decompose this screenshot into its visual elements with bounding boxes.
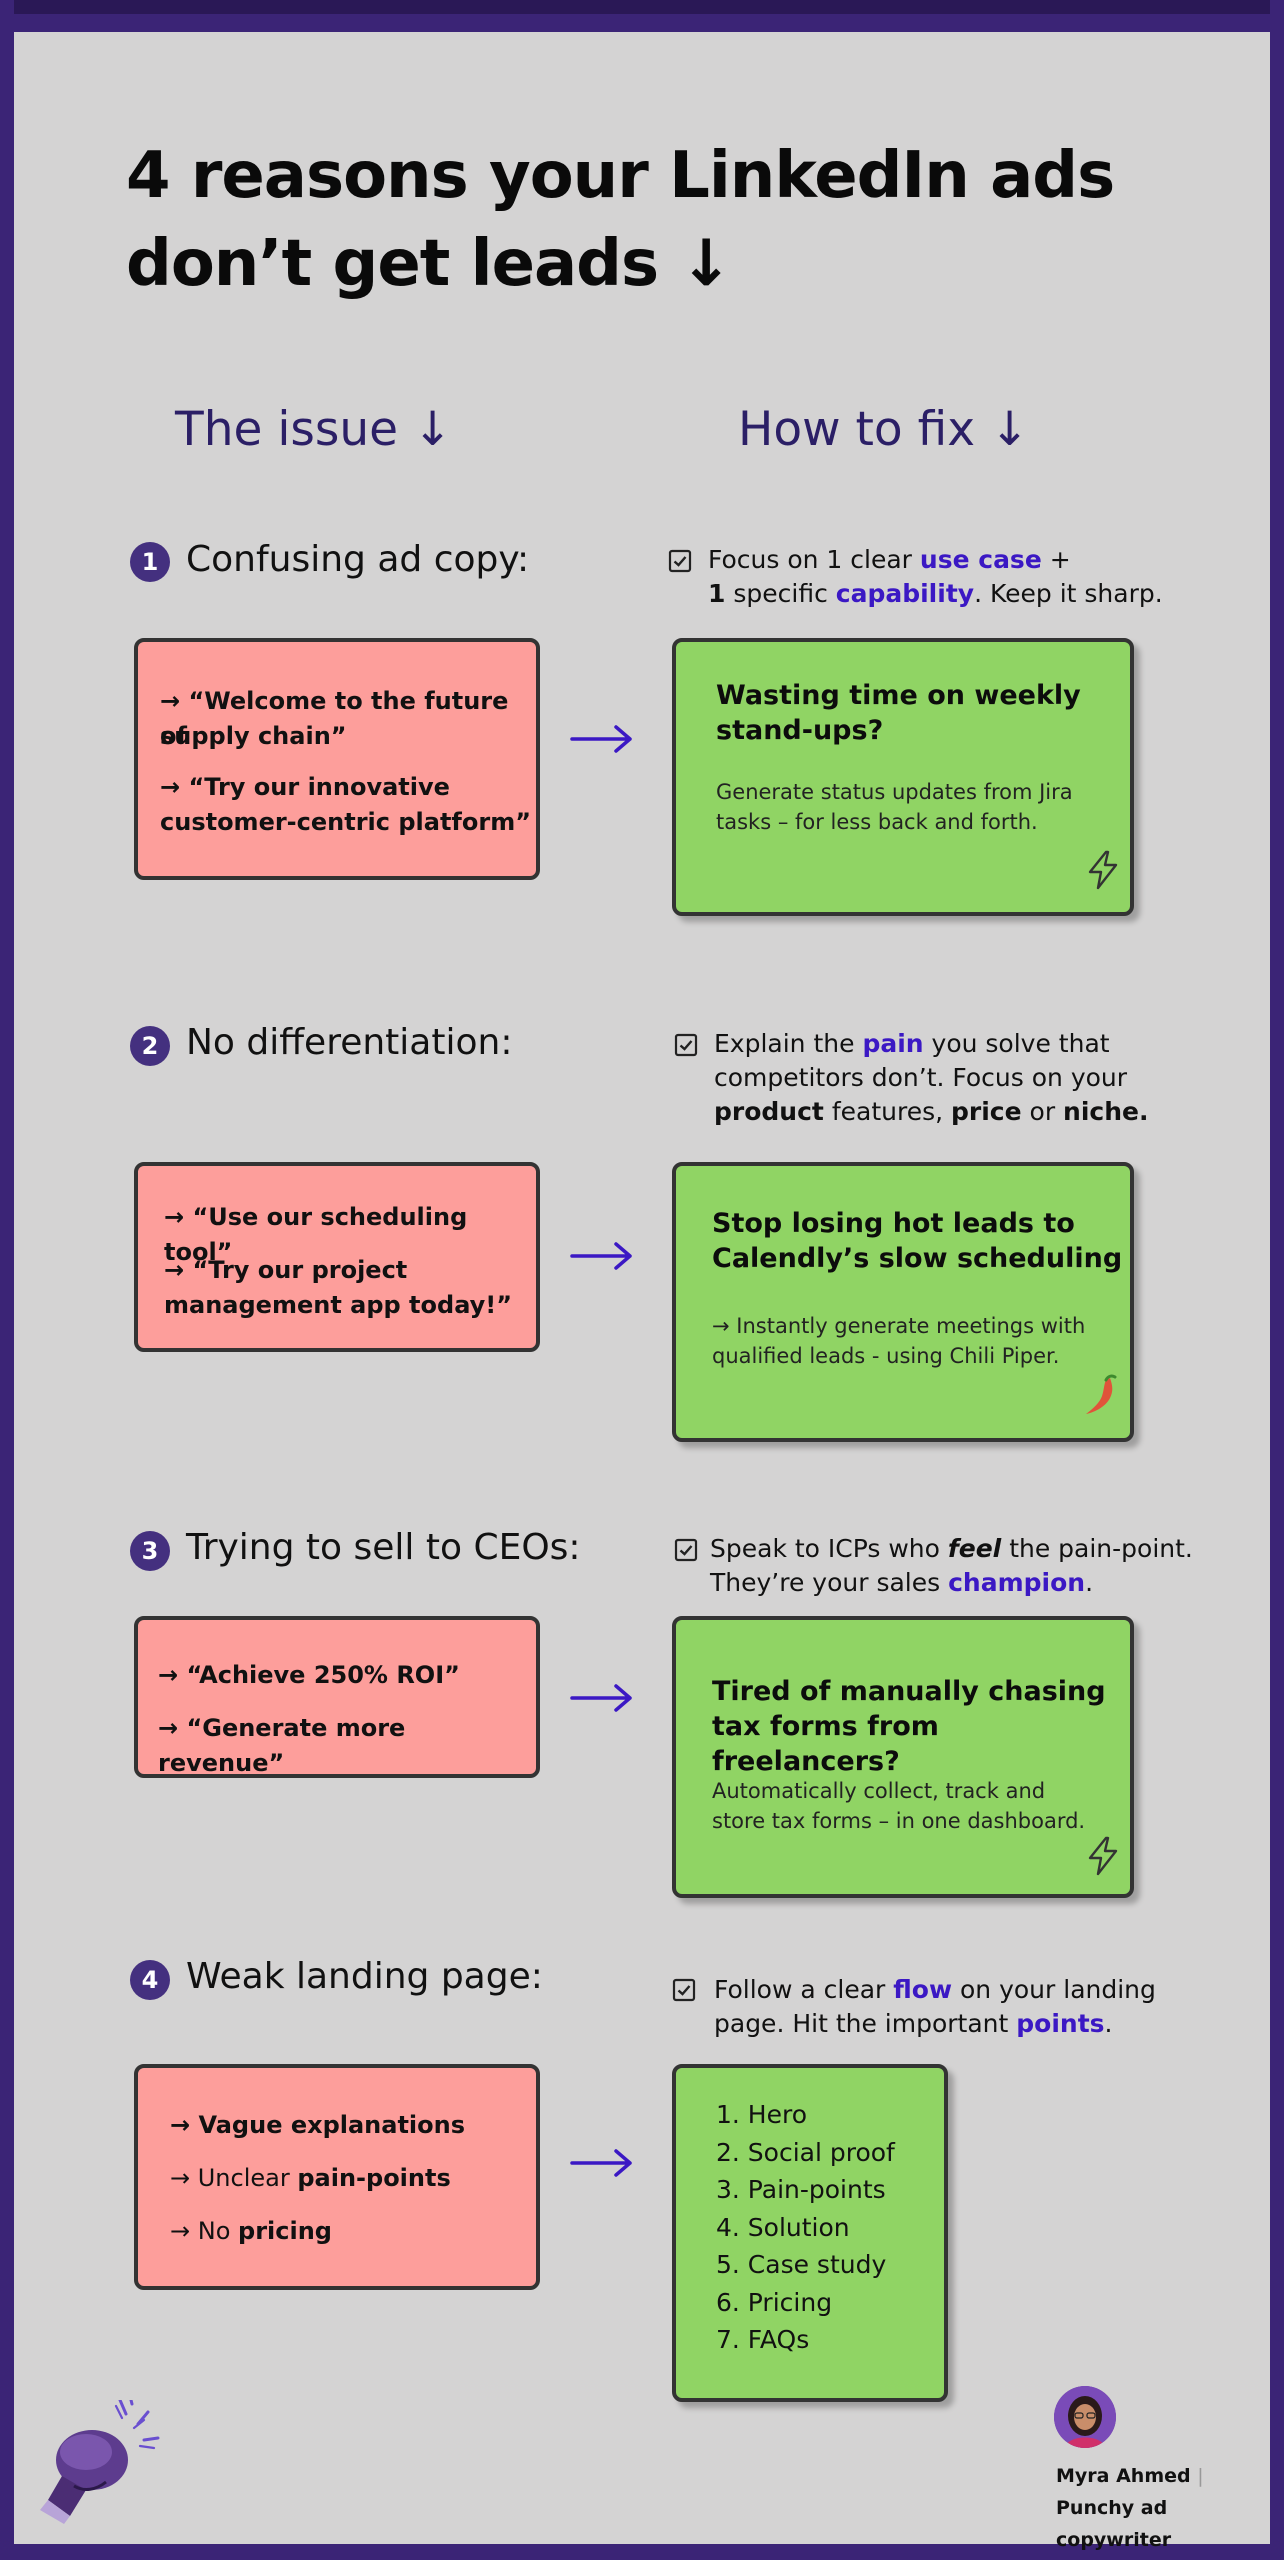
author-credit: Myra Ahmed | Punchy ad copywriter [1056,2460,1284,2556]
bad-copy-line: supply chain” [160,722,347,750]
flow-step: 1. Hero [716,2100,808,2129]
lightning-icon [1088,850,1118,890]
ad-headline: Stop losing hot leads to [712,1208,1075,1239]
author-separator: | [1197,2465,1204,2487]
chili-pepper-icon [1086,1374,1117,1414]
good-ad-example-3: Tired of manually chasing tax forms from… [672,1616,1134,1898]
ad-headline: Calendly’s slow scheduling [712,1243,1123,1274]
issue-title-4: Weak landing page: [186,1956,543,1997]
fix-text-2: Explain the pain you solve that competit… [714,1029,1149,1126]
bad-copy-line: → “Achieve 250% ROI” [158,1661,460,1689]
ad-body: Automatically collect, track and [712,1779,1046,1803]
right-arrow-icon [570,1684,632,1712]
author-name: Myra Ahmed [1056,2465,1191,2487]
bad-copy-line: → “Use our scheduling tool” [164,1203,468,1266]
author-avatar [1054,2386,1116,2448]
top-bar [14,0,1270,14]
bad-copy-line: → Vague explanations [170,2111,466,2139]
issue-title-1: Confusing ad copy: [186,539,530,580]
checkbox-icon [672,1978,696,2002]
ad-body: qualified leads - using Chili Piper. [712,1344,1060,1368]
lightning-icon [1088,1836,1118,1876]
ad-body: Generate status updates from Jira [716,780,1073,804]
reason-number-3: 3 [130,1531,170,1571]
landing-page-flow-list: 1. Hero 2. Social proof 3. Pain-points 4… [716,2096,895,2359]
flow-step: 4. Solution [716,2212,850,2242]
right-arrow-icon [570,725,632,753]
page-title: 4 reasons your LinkedIn ads don’t get le… [126,132,1206,308]
bad-copy-line: → No pricing [170,2217,332,2245]
fix-text-4: Follow a clear flow on your landing page… [714,1975,1156,2038]
bad-copy-box-2: → “Use our scheduling tool” → “Try our p… [134,1162,540,1352]
ad-headline: stand-ups? [716,715,884,746]
issue-title-3: Trying to sell to CEOs: [186,1527,581,1568]
column-header-fix: How to fix ↓ [738,402,1030,457]
title-line-2: don’t get leads ↓ [126,227,733,301]
ad-headline: Tired of manually chasing [712,1676,1106,1707]
issue-title-2: No differentiation: [186,1022,513,1063]
fix-text-1: Focus on 1 clear use case + 1 specific c… [708,545,1163,608]
author-role: Punchy ad copywriter [1056,2497,1172,2551]
bad-copy-line: customer-centric platform” [160,808,531,836]
bad-copy-line: → “Welcome to the future of [160,687,509,750]
checkbox-icon [674,1538,698,1562]
flow-step: 6. Pricing [716,2287,833,2317]
checkbox-icon [674,1033,698,1057]
good-ad-example-2: Stop losing hot leads to Calendly’s slow… [672,1162,1134,1442]
bad-copy-box-4: → Vague explanations → Unclear pain-poin… [134,2064,540,2290]
right-arrow-icon [570,2149,632,2177]
title-line-1: 4 reasons your LinkedIn ads [126,139,1115,213]
flow-step: 3. Pain-points [716,2175,886,2204]
boxing-glove-icon [40,2400,160,2524]
bad-copy-box-3: → “Achieve 250% ROI” → “Generate more re… [134,1616,540,1778]
ad-headline: tax forms from freelancers? [712,1711,939,1777]
reason-number-1: 1 [130,542,170,582]
bad-copy-box-1: → “Welcome to the future of supply chain… [134,638,540,880]
bad-copy-line: → Unclear pain-points [170,2164,451,2192]
ad-headline: Wasting time on weekly [716,680,1081,711]
fix-text-3: Speak to ICPs who feel the pain-point. T… [710,1534,1193,1597]
bad-copy-line: → “Try our innovative [160,773,450,801]
ad-body: tasks – for less back and forth. [716,810,1038,834]
reason-number-4: 4 [130,1960,170,2000]
bad-copy-line: management app today!” [164,1291,513,1319]
column-header-issue: The issue ↓ [175,402,453,457]
reason-number-2: 2 [130,1026,170,1066]
author-avatar-image [1054,2386,1116,2448]
flow-step: 5. Case study [716,2250,887,2279]
ad-body: → Instantly generate meetings with [712,1314,1086,1338]
landing-page-flow-box: 1. Hero 2. Social proof 3. Pain-points 4… [672,2064,948,2402]
ad-body: store tax forms – in one dashboard. [712,1809,1086,1833]
right-arrow-icon [570,1242,632,1270]
flow-step: 7. FAQs [716,2325,810,2354]
good-ad-example-1: Wasting time on weekly stand-ups? Genera… [672,638,1134,916]
bad-copy-line: → “Generate more revenue” [158,1714,406,1777]
checkbox-icon [668,549,692,573]
bad-copy-line: → “Try our project [164,1256,408,1284]
flow-step: 2. Social proof [716,2137,895,2167]
